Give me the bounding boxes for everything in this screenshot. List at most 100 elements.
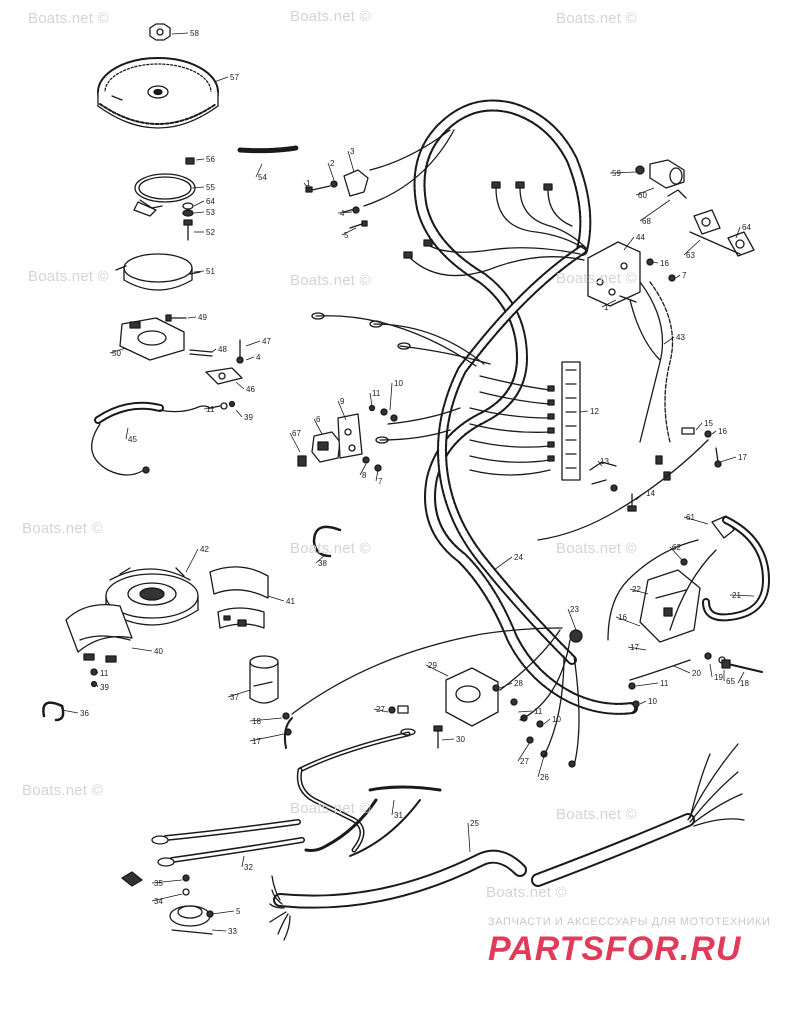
leader-line bbox=[635, 492, 645, 501]
part-label-67: 67 bbox=[292, 429, 301, 438]
part-label-43: 43 bbox=[676, 333, 685, 342]
watermark: Boats.net © bbox=[290, 272, 371, 289]
part-label-41: 41 bbox=[286, 597, 295, 606]
screws-27-30 bbox=[388, 705, 443, 749]
watermark: Boats.net © bbox=[556, 806, 637, 823]
terminal-strip-12 bbox=[469, 361, 581, 481]
leader-line bbox=[369, 392, 373, 407]
leader-line bbox=[359, 463, 367, 476]
clip-36 bbox=[42, 701, 65, 722]
retainer-ring-plate bbox=[133, 201, 157, 217]
leader-line bbox=[425, 664, 449, 677]
part-label-44: 44 bbox=[636, 233, 645, 242]
leader-line bbox=[227, 689, 251, 698]
leader-line bbox=[109, 347, 127, 354]
leader-line bbox=[695, 422, 703, 431]
part-label-61: 61 bbox=[686, 513, 695, 522]
part-label-11: 11 bbox=[660, 679, 669, 688]
spark-plug-leads bbox=[363, 129, 587, 277]
part-label-42: 42 bbox=[200, 545, 209, 554]
main-harness-24 bbox=[413, 99, 638, 715]
coil-cap-61 bbox=[607, 515, 770, 641]
part-label-11: 11 bbox=[206, 405, 215, 414]
leader-line bbox=[211, 910, 235, 915]
leader-line bbox=[391, 799, 395, 816]
leader-line bbox=[61, 709, 79, 714]
part-label-7: 7 bbox=[378, 477, 383, 486]
watermark: Boats.net © bbox=[22, 520, 103, 537]
pin-48 bbox=[189, 349, 213, 357]
part-label-57: 57 bbox=[230, 73, 239, 82]
cable-54 bbox=[237, 145, 299, 154]
leader-line bbox=[709, 663, 713, 678]
part-label-11: 11 bbox=[372, 389, 381, 398]
part-label-46: 46 bbox=[246, 385, 255, 394]
ignition-key-switch bbox=[635, 159, 687, 199]
leader-line bbox=[441, 738, 455, 741]
trigger-ring bbox=[115, 253, 201, 291]
part-label-65: 65 bbox=[726, 677, 735, 686]
part-label-4: 4 bbox=[340, 209, 345, 218]
part-label-11: 11 bbox=[534, 707, 543, 716]
part-label-5: 5 bbox=[236, 907, 241, 916]
leader-line bbox=[95, 671, 99, 674]
part-label-9: 9 bbox=[340, 397, 345, 406]
part-label-15: 15 bbox=[704, 419, 713, 428]
leader-line bbox=[235, 381, 245, 390]
part-label-17: 17 bbox=[630, 643, 639, 652]
leader-line bbox=[467, 822, 471, 853]
screws-11-10-right bbox=[628, 682, 640, 708]
watermark: Boats.net © bbox=[28, 10, 109, 27]
part-label-63: 63 bbox=[686, 251, 695, 260]
watermark: Boats.net © bbox=[556, 270, 637, 287]
washers-53-64 bbox=[182, 202, 194, 217]
leader-line bbox=[131, 647, 153, 652]
part-label-45: 45 bbox=[128, 435, 137, 444]
part-label-21: 21 bbox=[732, 591, 741, 600]
watermark: Boats.net © bbox=[486, 884, 567, 901]
part-label-39: 39 bbox=[100, 683, 109, 692]
leader-line bbox=[211, 929, 227, 932]
part-label-4: 4 bbox=[256, 353, 261, 362]
part-label-11: 11 bbox=[100, 669, 109, 678]
battery-cable-32-lower bbox=[151, 819, 305, 867]
screw-49 bbox=[165, 314, 187, 322]
part-label-19: 19 bbox=[714, 673, 723, 682]
leader-line bbox=[567, 608, 577, 631]
part-label-1: 1 bbox=[306, 179, 311, 188]
leader-line bbox=[211, 348, 217, 353]
clamp-46 bbox=[205, 367, 243, 385]
leader-line bbox=[729, 594, 755, 597]
connector-15-16-17 bbox=[537, 427, 722, 541]
watermark: Boats.net © bbox=[556, 540, 637, 557]
leader-line bbox=[651, 261, 659, 264]
leader-line bbox=[543, 718, 551, 725]
part-label-64: 64 bbox=[742, 223, 751, 232]
magnet-40 bbox=[65, 603, 133, 663]
part-label-50: 50 bbox=[112, 349, 121, 358]
watermark: Boats.net © bbox=[28, 268, 109, 285]
power-pack-22 bbox=[639, 558, 701, 643]
clip-36-bottom bbox=[121, 871, 143, 887]
leader-line bbox=[493, 556, 513, 571]
part-label-32: 32 bbox=[244, 863, 253, 872]
leader-line bbox=[373, 708, 389, 713]
leader-line bbox=[615, 616, 641, 627]
leader-line bbox=[249, 717, 283, 722]
part-label-20: 20 bbox=[692, 669, 701, 678]
part-label-16: 16 bbox=[660, 259, 669, 268]
leader-line bbox=[601, 299, 617, 308]
leader-line bbox=[639, 199, 671, 222]
leader-line bbox=[185, 548, 199, 573]
leader-line bbox=[193, 270, 205, 273]
part-label-54: 54 bbox=[258, 173, 267, 182]
bolt-19-65-18 bbox=[629, 652, 763, 681]
leader-line bbox=[635, 682, 659, 687]
leader-line bbox=[669, 546, 683, 561]
part-label-7: 7 bbox=[682, 271, 687, 280]
part-label-40: 40 bbox=[154, 647, 163, 656]
leader-line bbox=[629, 588, 649, 595]
part-label-16: 16 bbox=[618, 613, 627, 622]
harness-25 bbox=[269, 743, 745, 941]
part-label-6: 6 bbox=[316, 415, 321, 424]
